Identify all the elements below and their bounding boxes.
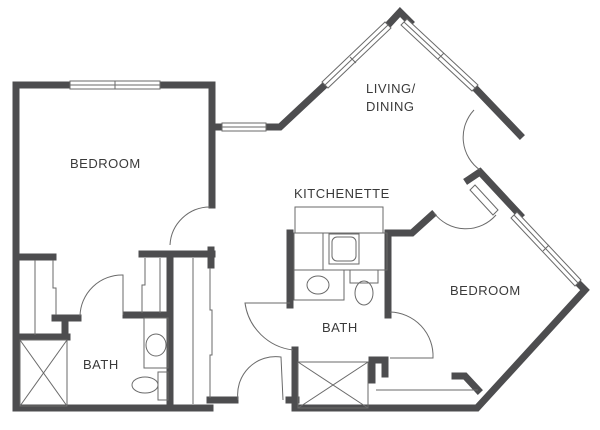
room-label-bedroom-right: BEDROOM [450,283,521,298]
doors [79,109,497,401]
room-label-kitchenette: KITCHENETTE [294,186,390,201]
walls [12,6,590,412]
room-label-living-dining-1: LIVING/ [366,81,416,96]
room-label-bedroom-left: BEDROOM [70,156,141,171]
room-label-living-dining-2: DINING [366,99,415,114]
fixtures [19,206,478,409]
room-label-bath-center: BATH [322,320,358,335]
windows [69,18,582,287]
room-label-bath-left: BATH [83,357,119,372]
